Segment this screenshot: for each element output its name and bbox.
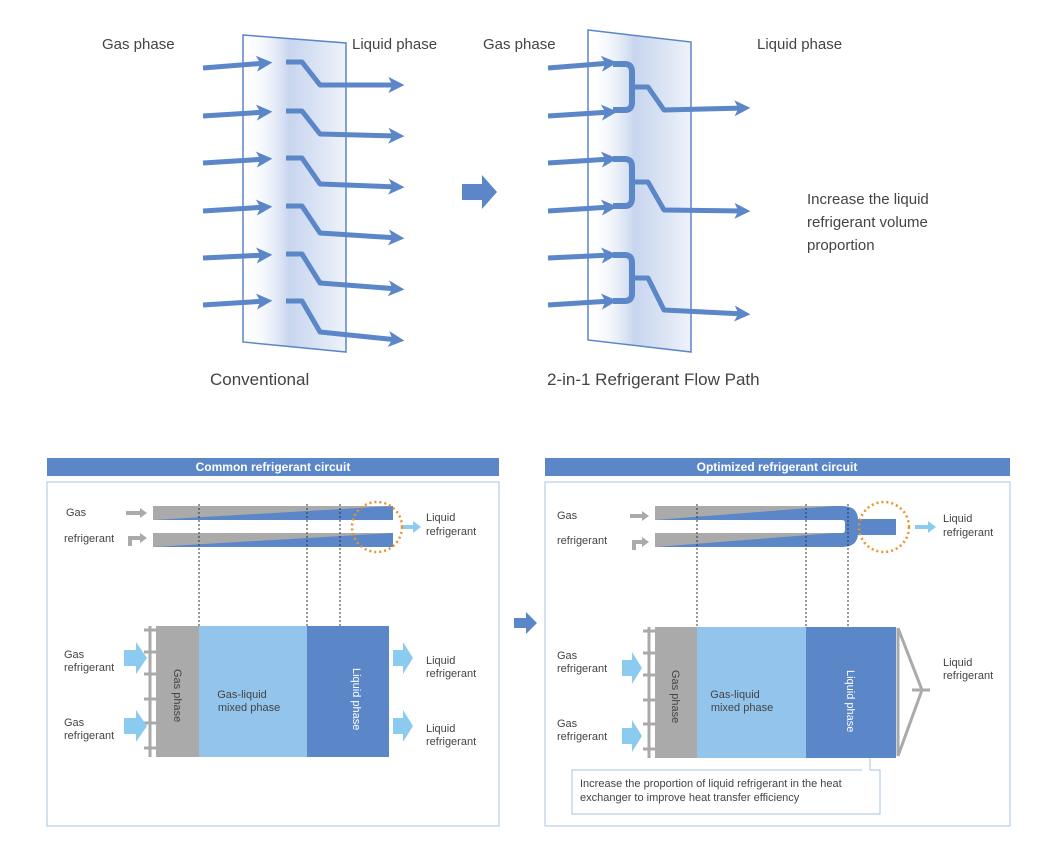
- optimized-zone-liquid: [806, 627, 896, 758]
- common-right-label-4: refrigerant: [426, 736, 476, 748]
- common-outlet-arrow: [403, 521, 421, 533]
- common-inlet-label-2: refrigerant: [64, 533, 114, 545]
- conventional-liquid-label: Liquid phase: [352, 36, 437, 53]
- common-right-label-2: refrigerant: [426, 668, 476, 680]
- common-guide-lines: [198, 504, 341, 637]
- two-in-one-note-line-3: proportion: [807, 237, 875, 254]
- common-zone-liquid: [307, 626, 389, 757]
- two-in-one-caption: 2-in-1 Refrigerant Flow Path: [547, 370, 760, 389]
- optimized-zone-liquid-label: Liquid phase: [844, 670, 856, 732]
- optimized-highlight-circle: [857, 500, 911, 554]
- common-big-arrows: [124, 642, 413, 742]
- common-zone-liquid-label: Liquid phase: [350, 668, 362, 730]
- optimized-outlet-arrow: [915, 521, 936, 533]
- optimized-left-label-3: Gas: [557, 718, 578, 730]
- two-in-one-inlet-arrows: [547, 55, 618, 310]
- common-right-label-3: Liquid: [426, 723, 455, 735]
- common-tubes: [153, 506, 393, 547]
- optimized-left-label-4: refrigerant: [557, 731, 607, 743]
- optimized-zone-mixed-label-2: mixed phase: [711, 702, 773, 714]
- optimized-outlet-label-1: Liquid: [943, 513, 972, 525]
- common-header: Common refrigerant circuit: [196, 460, 351, 474]
- optimized-zone-mixed: [697, 627, 806, 758]
- common-left-label-4: refrigerant: [64, 730, 114, 742]
- two-in-one-note-line-2: refrigerant volume: [807, 214, 928, 231]
- two-in-one-outlet-arrows: [634, 84, 751, 322]
- two-in-one-note-line-1: Increase the liquid: [807, 191, 929, 208]
- common-outlet-label-2: refrigerant: [426, 526, 476, 538]
- optimized-tubes: [655, 506, 896, 547]
- common-zone-gas: [156, 626, 199, 757]
- common-zone-mixed: [199, 626, 307, 757]
- optimized-guide-lines: [696, 504, 849, 637]
- optimized-callout-line-1: Increase the proportion of liquid refrig…: [580, 778, 842, 790]
- optimized-left-label-1: Gas: [557, 650, 578, 662]
- conventional-diagram: Gas phase Liquid phase Conventional: [102, 34, 437, 389]
- optimized-circuit-panel: Optimized refrigerant circuit Gas refrig…: [544, 458, 1011, 827]
- optimized-inlet-label-2: refrigerant: [557, 535, 607, 547]
- conventional-caption: Conventional: [210, 370, 309, 389]
- common-left-label-2: refrigerant: [64, 662, 114, 674]
- common-highlight-circle: [350, 500, 404, 554]
- optimized-frame: [544, 481, 1011, 827]
- optimized-big-arrows: [622, 652, 642, 752]
- optimized-outlet-manifold: [896, 627, 930, 757]
- optimized-header-comb: [643, 627, 655, 758]
- two-in-one-liquid-label: Liquid phase: [757, 36, 842, 53]
- two-in-one-gas-label: Gas phase: [483, 36, 556, 53]
- common-left-label-1: Gas: [64, 649, 85, 661]
- optimized-zone-gas: [655, 627, 697, 758]
- transition-arrow-bottom: [514, 612, 537, 634]
- optimized-outlet-label-2: refrigerant: [943, 527, 993, 539]
- optimized-left-label-2: refrigerant: [557, 663, 607, 675]
- optimized-header: Optimized refrigerant circuit: [697, 460, 858, 474]
- optimized-zone-gas-label: Gas phase: [669, 670, 681, 723]
- two-in-one-merge-brackets: [613, 61, 635, 304]
- common-outlet-label-1: Liquid: [426, 512, 455, 524]
- common-inlet-label-1: Gas: [66, 507, 87, 519]
- common-circuit-panel: Common refrigerant circuit Gas refrigera…: [46, 458, 500, 827]
- conventional-inlet-arrows: [202, 55, 273, 310]
- optimized-callout-line-2: exchanger to improve heat transfer effic…: [580, 792, 800, 804]
- conventional-gas-label: Gas phase: [102, 36, 175, 53]
- optimized-callout-box: [571, 758, 881, 815]
- common-small-inlet-arrows: [126, 508, 147, 546]
- two-in-one-diagram: Gas phase Liquid phase Increase the liqu…: [483, 29, 929, 389]
- common-header-bar: [47, 458, 499, 476]
- optimized-zone-mixed-label-1: Gas-liquid: [710, 689, 760, 701]
- conventional-outlet-arrows: [286, 59, 405, 347]
- optimized-header-bar: [545, 458, 1010, 476]
- transition-arrow-top: [462, 175, 497, 209]
- common-header-comb: [144, 626, 156, 757]
- common-right-label-1: Liquid: [426, 655, 455, 667]
- optimized-right-label-1: Liquid: [943, 657, 972, 669]
- common-left-label-3: Gas: [64, 717, 85, 729]
- common-zone-gas-label: Gas phase: [171, 669, 183, 722]
- optimized-right-label-2: refrigerant: [943, 670, 993, 682]
- common-zone-mixed-label-2: mixed phase: [218, 702, 280, 714]
- common-zone-mixed-label-1: Gas-liquid: [217, 689, 267, 701]
- common-frame: [46, 481, 500, 827]
- optimized-small-inlet-arrows: [630, 511, 649, 550]
- optimized-inlet-label-1: Gas: [557, 510, 578, 522]
